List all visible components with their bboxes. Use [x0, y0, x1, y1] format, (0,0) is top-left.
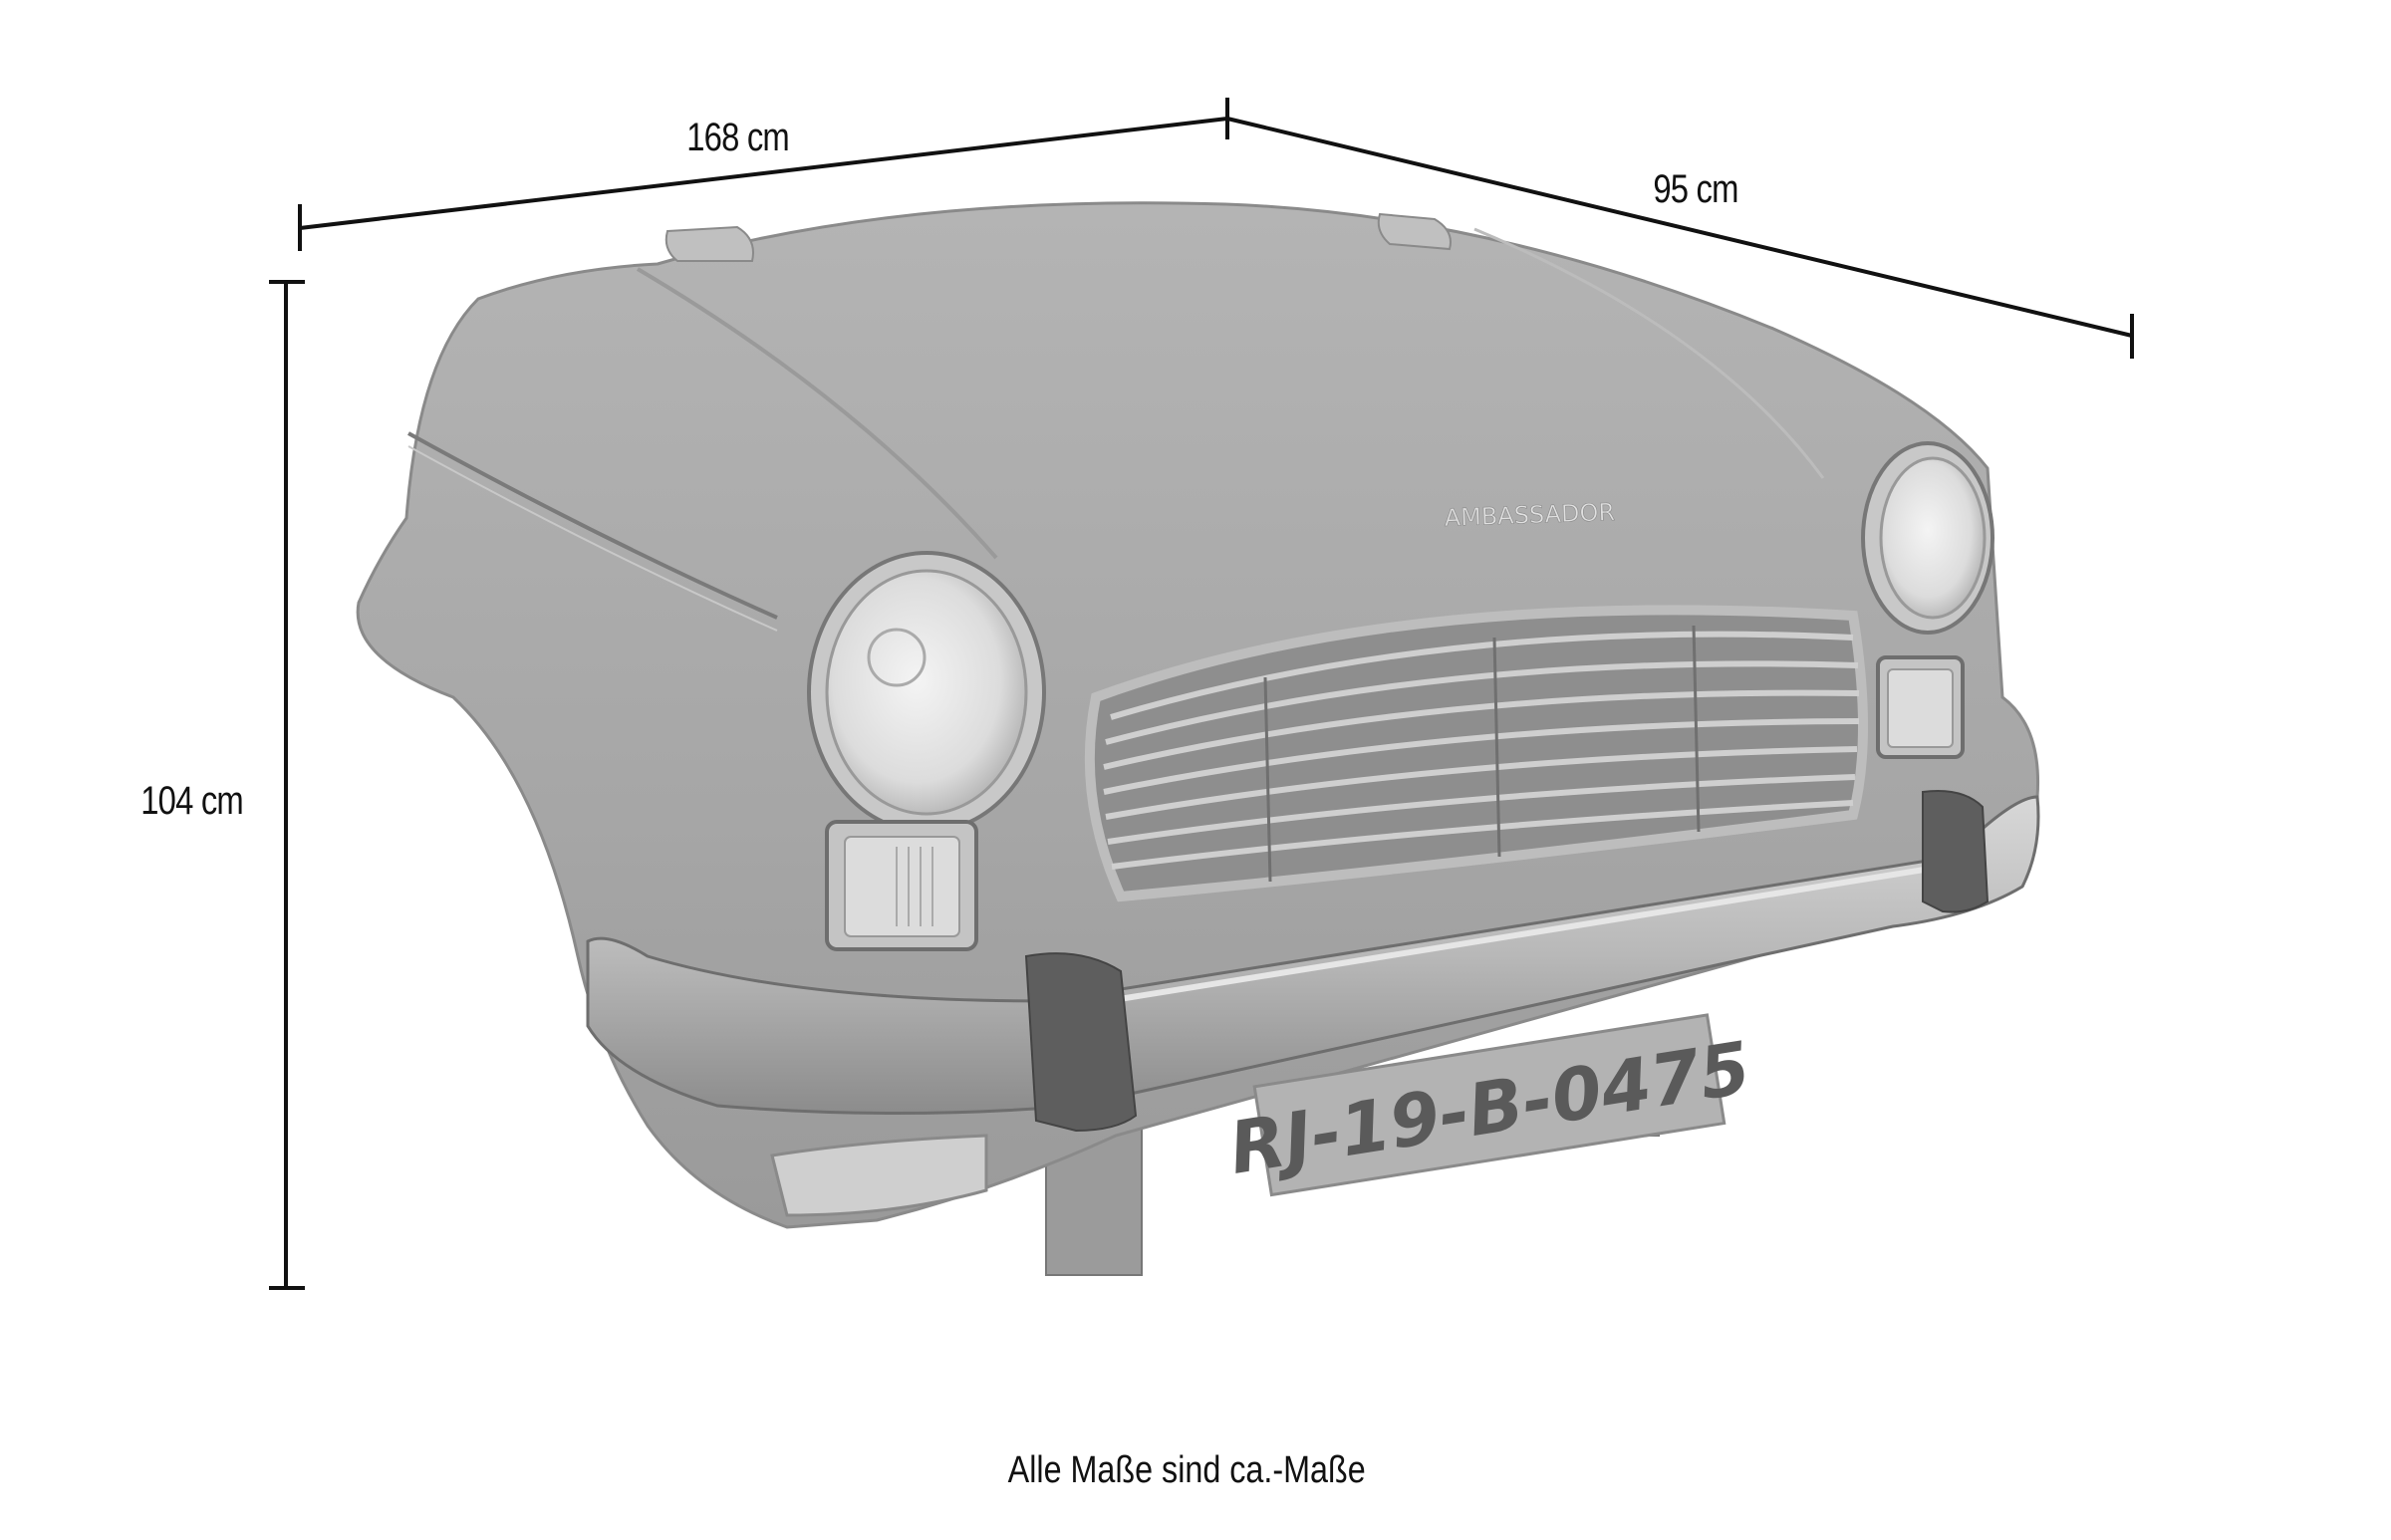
width-dimension-label: 168 cm	[686, 116, 789, 159]
left-headlight	[807, 551, 1046, 834]
right-headlight	[1861, 441, 1994, 635]
depth-dimension-line	[1226, 117, 2133, 338]
height-dimension-label: 104 cm	[140, 779, 243, 823]
front-bumper	[586, 790, 2040, 1133]
right-indicator-lamp	[1876, 655, 1965, 759]
width-dimension-line	[299, 117, 1228, 230]
left-bumper-guard	[1024, 952, 1138, 1133]
dimension-lines	[269, 98, 2134, 1290]
left-indicator-lamp	[825, 820, 978, 951]
grille	[1084, 605, 1868, 902]
right-bumper-guard	[1922, 790, 1990, 913]
left-leg	[1045, 1125, 1143, 1276]
ambassador-emblem: AMBASSADOR	[1444, 498, 1615, 532]
fog-lamp	[770, 1134, 988, 1217]
car-body: AMBASSADOR	[356, 201, 2040, 1276]
approximate-dimensions-note: Alle Maße sind ca.-Maße	[1007, 1449, 1366, 1491]
depth-dimension-label: 95 cm	[1653, 167, 1738, 211]
